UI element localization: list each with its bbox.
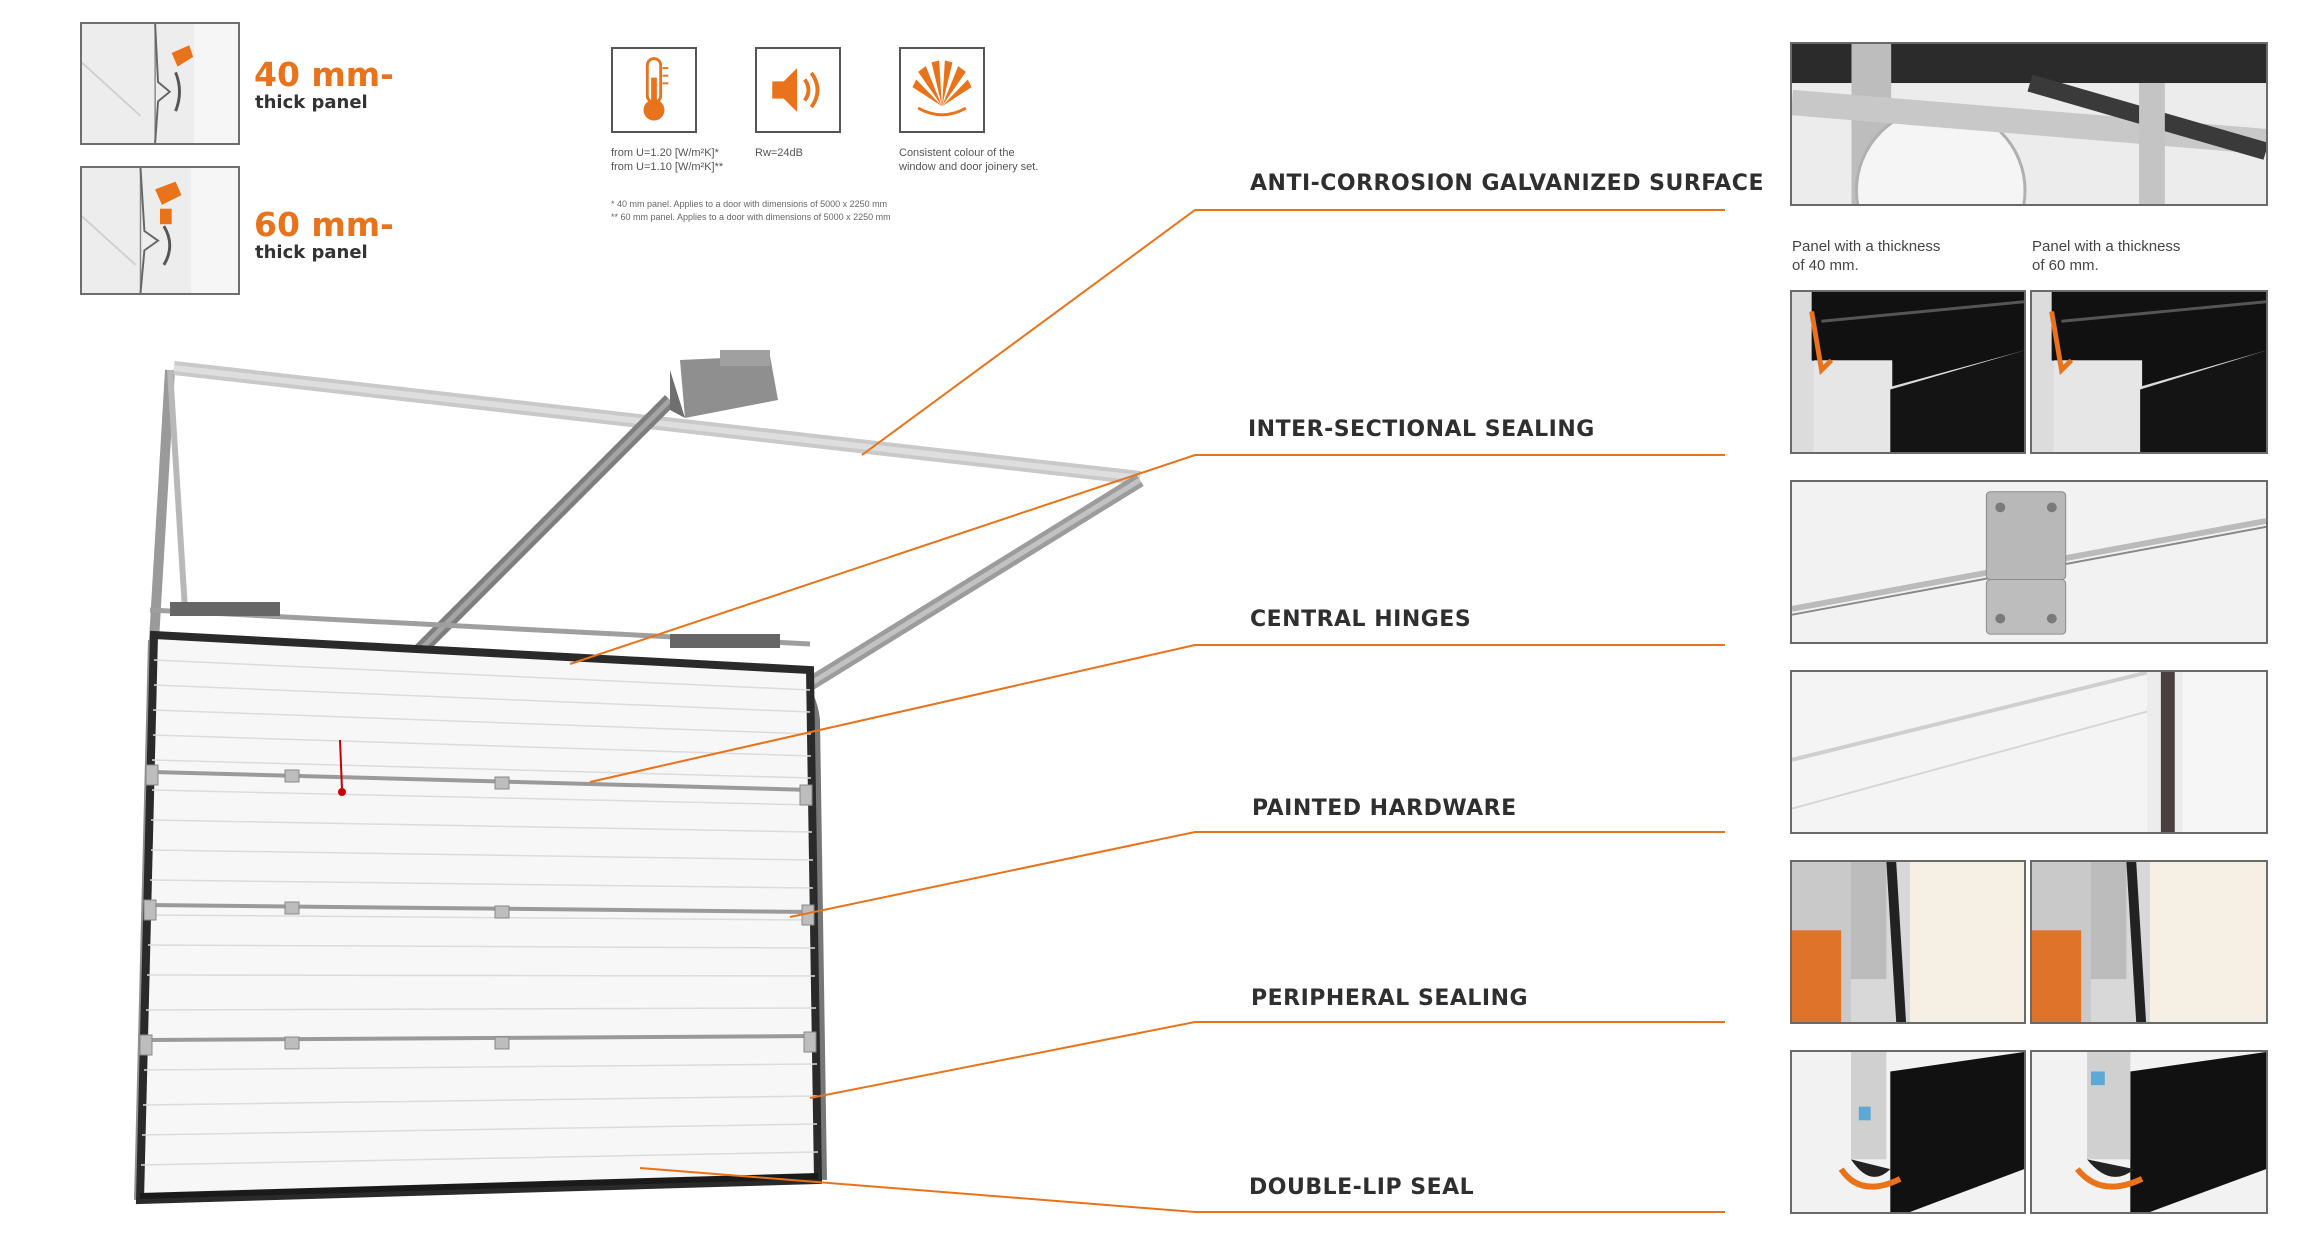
double-lip-seal-40mm-photo: [1790, 1050, 2026, 1214]
footnote-60mm: ** 60 mm panel. Applies to a door with d…: [611, 212, 891, 222]
thermal-spec-text: from U=1.20 [W/m²K]*from U=1.10 [W/m²K]*…: [611, 147, 724, 173]
colour-spec-box: [899, 47, 985, 133]
painted-hardware-photo: [1790, 670, 2268, 834]
feature-central-hinges: CENTRAL HINGES: [1250, 607, 1472, 632]
feature-painted-hardware: PAINTED HARDWARE: [1252, 796, 1517, 821]
footnote-40mm: * 40 mm panel. Applies to a door with di…: [611, 199, 888, 209]
garage-door-illustration: [134, 350, 1144, 1205]
inter-sectional-60mm-photo: [2030, 290, 2268, 454]
panel-60mm-label: thick panel: [255, 242, 368, 263]
panel-60mm-value: 60 mm-: [254, 205, 394, 244]
thermometer-icon: [643, 57, 669, 121]
fan-color-icon: [912, 60, 972, 117]
galvanized-surface-photo: [1790, 42, 2268, 206]
speaker-icon: [772, 68, 820, 112]
acoustic-spec-text: Rw=24dB: [755, 147, 804, 159]
panel-40mm-thumbnail: [80, 22, 240, 145]
panel-40mm-label: thick panel: [255, 92, 368, 113]
thermal-spec-box: [611, 47, 697, 133]
feature-peripheral-sealing: PERIPHERAL SEALING: [1251, 986, 1529, 1011]
panel-40mm-value: 40 mm-: [254, 55, 394, 94]
peripheral-sealing-60mm-photo: [2030, 860, 2268, 1024]
feature-double-lip-seal: DOUBLE-LIP SEAL: [1249, 1175, 1475, 1200]
double-lip-seal-60mm-photo: [2030, 1050, 2268, 1214]
central-hinges-photo: [1790, 480, 2268, 644]
feature-galvanized-surface: ANTI-CORROSION GALVANIZED SURFACE: [1250, 171, 1764, 196]
inter-sectional-40mm-photo: [1790, 290, 2026, 454]
peripheral-sealing-40mm-photo: [1790, 860, 2026, 1024]
panel-60mm-thumbnail: [80, 166, 240, 295]
feature-inter-sectional-sealing: INTER-SECTIONAL SEALING: [1248, 417, 1595, 442]
acoustic-spec-box: [755, 47, 841, 133]
